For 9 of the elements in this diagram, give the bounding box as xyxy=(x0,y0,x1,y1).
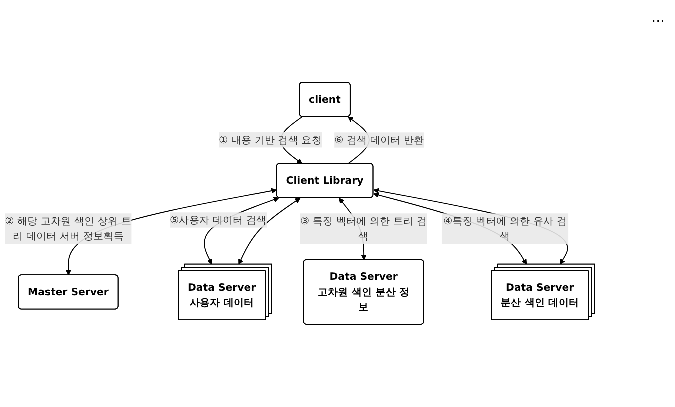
ellipsis-note: ... xyxy=(652,10,665,26)
edge-label: ⑥ 검색 데이터 반환 xyxy=(334,134,424,146)
edge-label: ① 내용 기반 검색 요청 xyxy=(218,134,322,146)
arrow xyxy=(66,188,278,276)
edge-label: ③ 특징 벡터에 의한 트리 검색 xyxy=(300,214,428,242)
edge-label: ② 해당 고차원 색인 상위 트리 데이터 서버 정보획득 xyxy=(5,214,132,242)
arrow xyxy=(238,198,301,265)
edge-label: ⑤사용자 데이터 검색 xyxy=(170,214,267,226)
edge-label: ④특징 벡터에 의한 유사 검색 xyxy=(444,214,567,242)
